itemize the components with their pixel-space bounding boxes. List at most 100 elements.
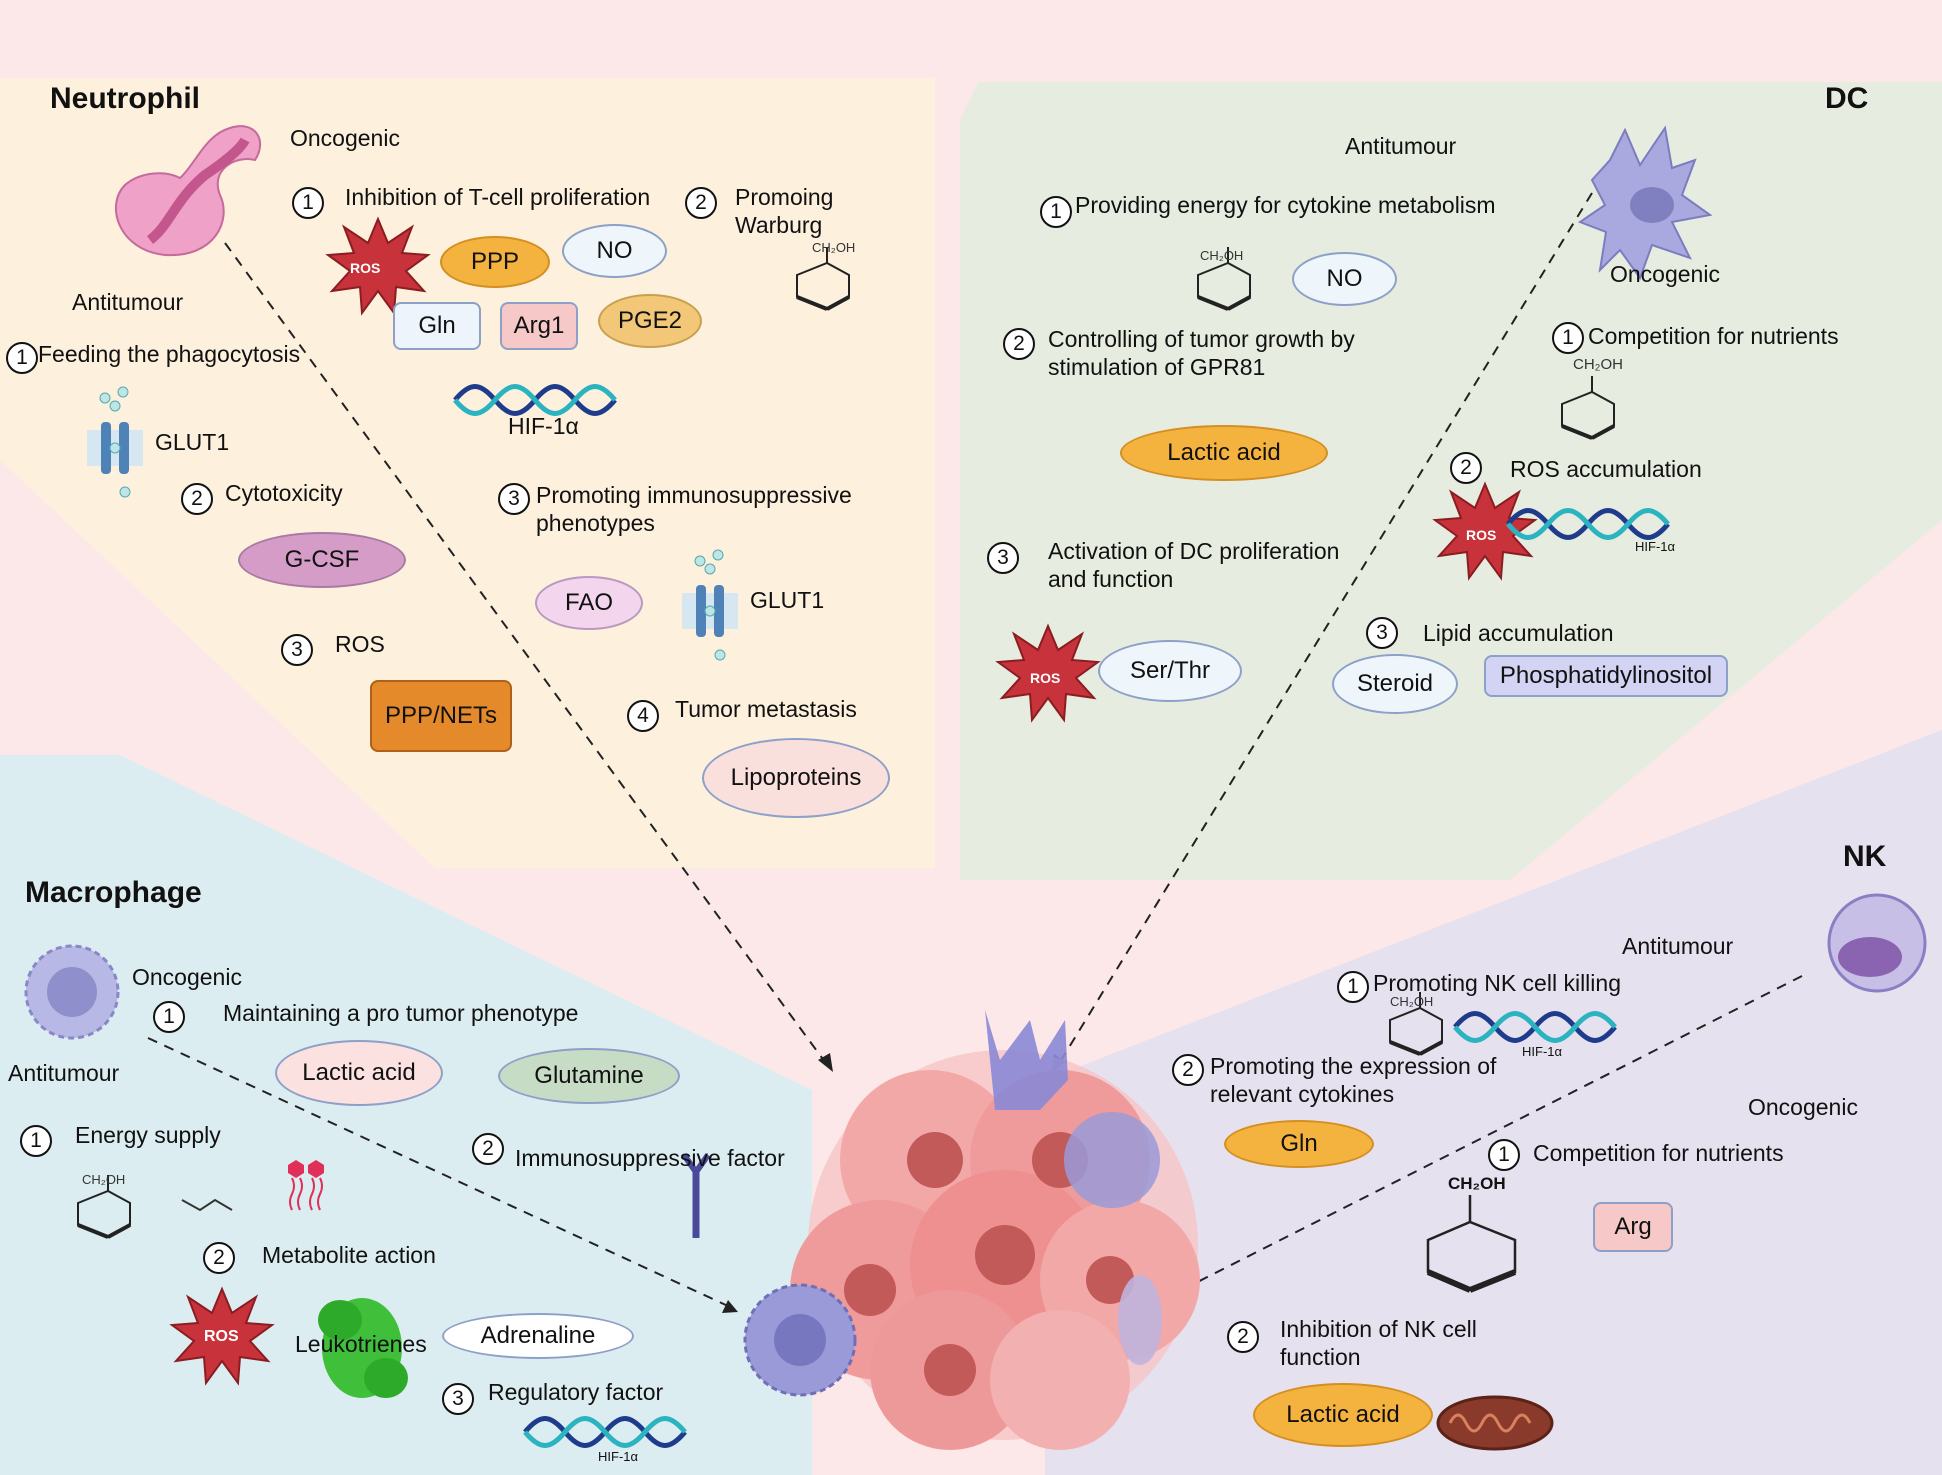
step-number: 3 — [987, 542, 1019, 574]
ros-label: ROS — [350, 260, 381, 276]
macrophage-title: Macrophage — [25, 876, 202, 909]
arg-pill: Arg — [1593, 1202, 1673, 1252]
macrophage-cell-icon — [24, 944, 120, 1040]
nk-onc2-line2: function — [1280, 1344, 1361, 1370]
ros-label: ROS — [1030, 670, 1061, 686]
step-number: 3 — [498, 483, 530, 515]
glucose-ch2oh: CH₂OH — [1390, 994, 1434, 1009]
no-pill: NO — [562, 224, 667, 278]
neutrophil-anti1-text: Feeding the phagocytosis — [38, 341, 301, 367]
leukotrienes-label: Leukotrienes — [295, 1331, 427, 1357]
nk-onc2-line1: Inhibition of NK cell — [1280, 1316, 1477, 1342]
nk-anti2-line1: Promoting the expression of — [1210, 1053, 1497, 1079]
step-number: 3 — [1366, 617, 1398, 649]
leukotriene-icon — [318, 1298, 408, 1398]
neutrophil-title: Neutrophil — [50, 82, 200, 115]
step-number: 1 — [1040, 196, 1072, 228]
neutrophil-onc4-text: Tumor metastasis — [675, 696, 857, 722]
gcsf-pill: G-CSF — [238, 532, 406, 588]
macrophage-hif-label: HIF-1α — [598, 1449, 639, 1464]
step-number: 1 — [292, 187, 324, 219]
nk-onc1-text: Competition for nutrients — [1533, 1140, 1784, 1166]
neutrophil-hif-label: HIF-1α — [508, 413, 579, 439]
phosphatidylinositol-pill: Phosphatidylinositol — [1484, 655, 1728, 697]
neutrophil-anti2-text: Cytotoxicity — [225, 480, 343, 506]
step-number: 2 — [1227, 1321, 1259, 1353]
gln-pill: Gln — [393, 302, 481, 350]
receptor-icon — [681, 1153, 711, 1238]
dc-anti1-text: Providing energy for cytokine metabolism — [1075, 192, 1496, 218]
step-number: 1 — [1552, 322, 1584, 354]
amino-acid-icon — [181, 1198, 233, 1212]
macrophage-onc3-text: Regulatory factor — [488, 1379, 664, 1405]
step-number: 2 — [472, 1133, 504, 1165]
serthr-pill: Ser/Thr — [1098, 640, 1242, 702]
neutrophil-onc2-line2: Warburg — [735, 212, 823, 238]
glucose-ch2oh: CH₂OH — [1573, 356, 1623, 373]
nk-oncogenic-label: Oncogenic — [1748, 1094, 1858, 1120]
dc-oncogenic-label: Oncogenic — [1610, 261, 1720, 287]
neutrophil-antitumour-label: Antitumour — [72, 289, 184, 315]
ros-label: ROS — [204, 1328, 239, 1345]
step-number: 1 — [1337, 971, 1369, 1003]
step-number: 2 — [1172, 1054, 1204, 1086]
dc-onc1-text: Competition for nutrients — [1588, 323, 1839, 349]
nk-cell-icon — [1827, 893, 1927, 993]
macrophage-anti2-text: Metabolite action — [262, 1242, 436, 1268]
nk-antitumour-label: Antitumour — [1622, 933, 1734, 959]
glucose-ch2oh: CH₂OH — [82, 1172, 126, 1187]
glut1-label: GLUT1 — [155, 429, 230, 455]
nk-anti2-line2: relevant cytokines — [1210, 1081, 1395, 1107]
nk-title: NK — [1843, 840, 1887, 873]
dc-onc2-text: ROS accumulation — [1510, 456, 1702, 482]
dc-antitumour-label: Antitumour — [1345, 133, 1457, 159]
lactic-acid-pill: Lactic acid — [1253, 1383, 1433, 1447]
neutrophil-panel — [0, 78, 935, 868]
lactic-acid-pill: Lactic acid — [1120, 425, 1328, 481]
dc-cell-icon — [1577, 125, 1713, 281]
neutrophil-onc3-line1: Promoting immunosuppressive — [536, 482, 852, 508]
neutrophil-onc1-text: Inhibition of T-cell proliferation — [345, 184, 651, 210]
dc-anti3-line1: Activation of DC proliferation — [1048, 538, 1340, 564]
fao-pill: FAO — [535, 576, 643, 630]
ros-label: ROS — [1466, 527, 1497, 543]
dc-onc3-text: Lipid accumulation — [1423, 620, 1614, 646]
step-number: 2 — [685, 187, 717, 219]
dc-title: DC — [1825, 82, 1869, 115]
nk-hif-label: HIF-1α — [1522, 1044, 1563, 1059]
step-number: 1 — [6, 342, 38, 374]
neutrophil-oncogenic-label: Oncogenic — [290, 125, 400, 151]
macrophage-oncogenic-label: Oncogenic — [132, 964, 242, 990]
tumor-mass-icon — [743, 1010, 1200, 1450]
glucose-ch2oh: CH₂OH — [1448, 1174, 1506, 1193]
glucose-large-icon — [1426, 1195, 1517, 1293]
steroid-pill: Steroid — [1332, 654, 1458, 714]
step-number: 2 — [203, 1242, 235, 1274]
neutrophil-cell-icon — [115, 125, 261, 257]
pge2-pill: PGE2 — [598, 294, 702, 348]
dc-anti2-line1: Controlling of tumor growth by — [1048, 326, 1355, 352]
macrophage-anti1-text: Energy supply — [75, 1122, 221, 1148]
no-pill: NO — [1292, 252, 1397, 306]
neutrophil-onc3-line2: phenotypes — [536, 510, 655, 536]
pppnets-pill: PPP/NETs — [370, 680, 512, 752]
step-number: 4 — [627, 700, 659, 732]
lactic-acid-pill: Lactic acid — [275, 1040, 443, 1106]
step-number: 1 — [20, 1125, 52, 1157]
step-number: 1 — [1488, 1139, 1520, 1171]
dc-hif-label: HIF-1α — [1635, 539, 1676, 554]
dc-anti2-line2: stimulation of GPR81 — [1048, 354, 1266, 380]
macrophage-onc1-text: Maintaining a pro tumor phenotype — [223, 1000, 579, 1026]
mitochondrion-icon — [1436, 1395, 1554, 1451]
glucose-ch2oh: CH₂OH — [1200, 248, 1244, 263]
nk-panel — [1045, 730, 1942, 1475]
step-number: 3 — [281, 634, 313, 666]
nk-anti1-text: Promoting NK cell killing — [1373, 970, 1621, 996]
glutamine-pill: Glutamine — [498, 1048, 680, 1104]
macrophage-panel — [0, 755, 812, 1475]
neutrophil-onc2-line1: Promoing — [735, 184, 834, 210]
step-number: 2 — [181, 483, 213, 515]
step-number: 2 — [1003, 328, 1035, 360]
macrophage-antitumour-label: Antitumour — [8, 1060, 120, 1086]
arg1-pill: Arg1 — [500, 302, 578, 350]
